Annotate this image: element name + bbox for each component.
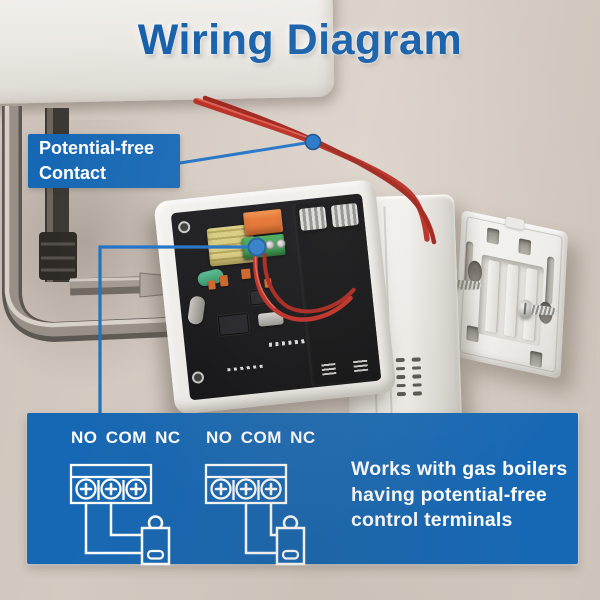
wire-no [84,503,142,555]
pipe-nut-ridges [41,242,75,272]
page-title: Wiring Diagram [137,16,463,64]
terminal-diagram-com-nc: NO COM NC [192,428,322,566]
callout-label: Potential-free Contact [28,134,180,188]
terminal-screw-icon [260,478,282,500]
internal-wires-graphic [253,252,356,322]
callout-dot-terminal [247,237,267,257]
boiler-icon-slot [146,549,165,560]
note-line3: control terminals [351,509,513,531]
connector-line [98,245,256,416]
red-wire [253,253,353,322]
red-wire [262,252,356,314]
thermostat-open-unit [153,178,397,416]
red-wire-highlight [254,255,276,309]
callout-dot-wire [304,133,322,151]
terminal-diagram-no-com: NO COM NC [57,428,187,566]
callout-label-line1: Potential-free [39,138,155,158]
red-wire [202,95,437,245]
callout-label-line2: Contact [39,163,106,183]
wire-com [244,503,277,555]
note-text: Works with gas boilers having potential-… [351,457,567,534]
boiler-icon-slot [281,549,300,560]
callout-line [179,140,313,165]
terminal-diagram-graphic [69,463,171,566]
terminal-screw-icon [100,478,122,500]
terminal-screw-icon [235,478,257,500]
wire-nc [269,503,277,537]
terminal-screw-icon [210,478,232,500]
wire-com [109,503,142,537]
terminals-label: NO COM NC [71,428,181,447]
terminal-screw-icon [125,478,147,500]
note-line2: having potential-free [351,483,547,506]
terminal-diagram-graphic [204,463,306,566]
terminals-label: NO COM NC [206,428,316,447]
info-panel: NO COM NC [27,413,578,566]
chrome-pipe-highlight [4,106,171,328]
note-line1: Works with gas boilers [351,458,568,480]
terminal-screw-icon [75,478,97,500]
